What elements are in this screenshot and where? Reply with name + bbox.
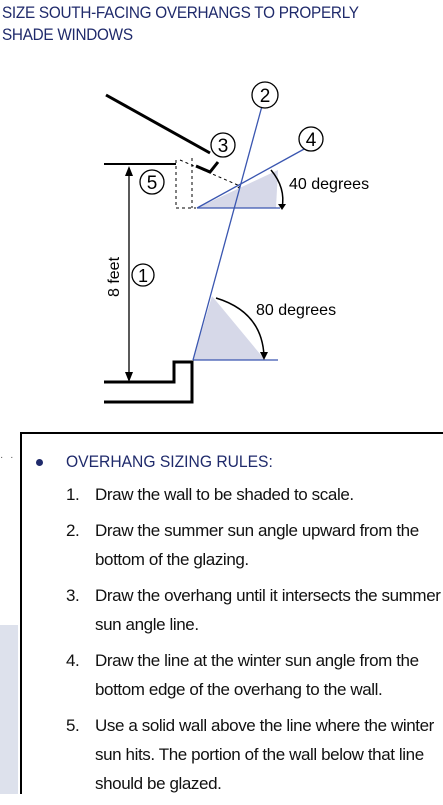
svg-text:1: 1 bbox=[138, 266, 148, 286]
rule-item-3: 3.Draw the overhang until it intersects … bbox=[66, 586, 441, 634]
rule-item-2: 2.Draw the summer sun angle upward from … bbox=[66, 521, 419, 569]
marker-1: 1 bbox=[131, 263, 155, 287]
marker-4: 4 bbox=[298, 126, 324, 152]
overhang-dashed-right bbox=[235, 185, 241, 191]
winter-angle-wedge bbox=[197, 170, 278, 208]
rule-item-4: 4.Draw the line at the winter sun angle … bbox=[66, 651, 419, 699]
sidebar-strip bbox=[0, 625, 18, 794]
summer-arc-arrow bbox=[260, 352, 268, 360]
rules-heading: OVERHANG SIZING RULES: bbox=[66, 452, 273, 471]
rule-item-5: 5.Use a solid wall above the line where … bbox=[66, 716, 434, 793]
overhang-dashed-outline bbox=[175, 160, 196, 209]
rule-item-1: 1.Draw the wall to be shaded to scale. bbox=[66, 485, 354, 504]
summer-angle-wedge bbox=[193, 296, 265, 360]
bullet-icon bbox=[36, 459, 43, 466]
svg-text:2: 2 bbox=[260, 86, 271, 107]
overhang-diagram: 1 2 3 4 5 8 feet 40 degrees 80 degrees bbox=[104, 81, 369, 404]
winter-angle-label: 40 degrees bbox=[289, 176, 369, 193]
marker-5: 5 bbox=[139, 169, 165, 195]
marker-2: 2 bbox=[251, 81, 279, 109]
page-title: SIZE SOUTH-FACING OVERHANGS TO PROPERLY … bbox=[2, 3, 359, 44]
svg-text:5: 5 bbox=[147, 173, 158, 194]
dimension-arrow-bottom bbox=[125, 372, 133, 382]
overhang-dashed-top bbox=[179, 159, 241, 187]
svg-text:3: 3 bbox=[218, 136, 229, 157]
rules-panel bbox=[20, 432, 443, 794]
summer-sun-line bbox=[192, 105, 263, 361]
height-label: 8 feet bbox=[106, 256, 123, 297]
svg-text:4: 4 bbox=[306, 130, 317, 151]
summer-angle-arc bbox=[215, 297, 265, 357]
marker-3: 3 bbox=[210, 132, 236, 158]
window-sill bbox=[104, 360, 194, 404]
leader-dots: · · · bbox=[0, 452, 26, 463]
dimension-arrow-top bbox=[125, 166, 133, 176]
rules-list: 1.Draw the wall to be shaded to scale. 2… bbox=[64, 480, 443, 805]
overhang-bracket bbox=[195, 161, 220, 174]
winter-sun-line bbox=[196, 147, 307, 209]
roof-line bbox=[105, 93, 211, 155]
winter-arc-arrow bbox=[278, 204, 286, 210]
summer-angle-label: 80 degrees bbox=[256, 302, 336, 319]
